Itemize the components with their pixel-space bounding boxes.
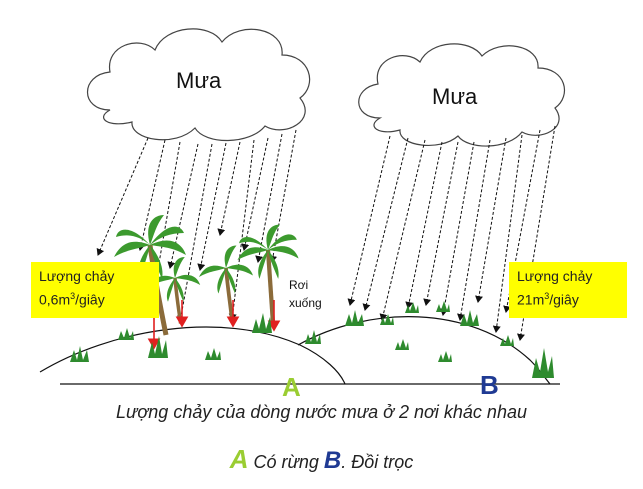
cloud-b-icon [358,43,565,147]
runoff-title-b: Lượng chảy [517,268,593,284]
runoff-title-a: Lượng chảy [39,268,115,284]
diagram-caption: Lượng chảy của dòng nước mưa ở 2 nơi khá… [116,402,527,422]
legend-text-a: Có rừng [248,452,324,472]
cloud-b-label: Mưa [432,84,478,109]
site-letter-b: B [480,370,499,400]
legend-text-b: . Đồi trọc [341,452,414,472]
legend-letter-a: A [229,444,249,474]
fall-note: Rơi xuống [289,278,322,310]
runoff-value-b: 21m3/giây [517,291,579,308]
site-letter-a: A [282,372,301,402]
runoff-box-forest: Lượng chảy 0,6m3/giây [31,262,159,318]
rain-arrows-a [96,129,297,323]
cloud-a-label: Mưa [176,68,222,93]
palm-tree-icon [237,224,299,325]
runoff-box-bare: Lượng chảy 21m3/giây [509,262,627,318]
legend-letter-b: B [323,447,342,474]
palm-tree-icon [199,245,253,321]
legend: A Có rừng B. Đồi trọc [0,444,643,475]
rain-arrows-b [347,125,556,341]
runoff-value-a: 0,6m3/giây [39,291,105,308]
cloud-a-icon [86,28,311,142]
grass-icon [70,301,554,378]
